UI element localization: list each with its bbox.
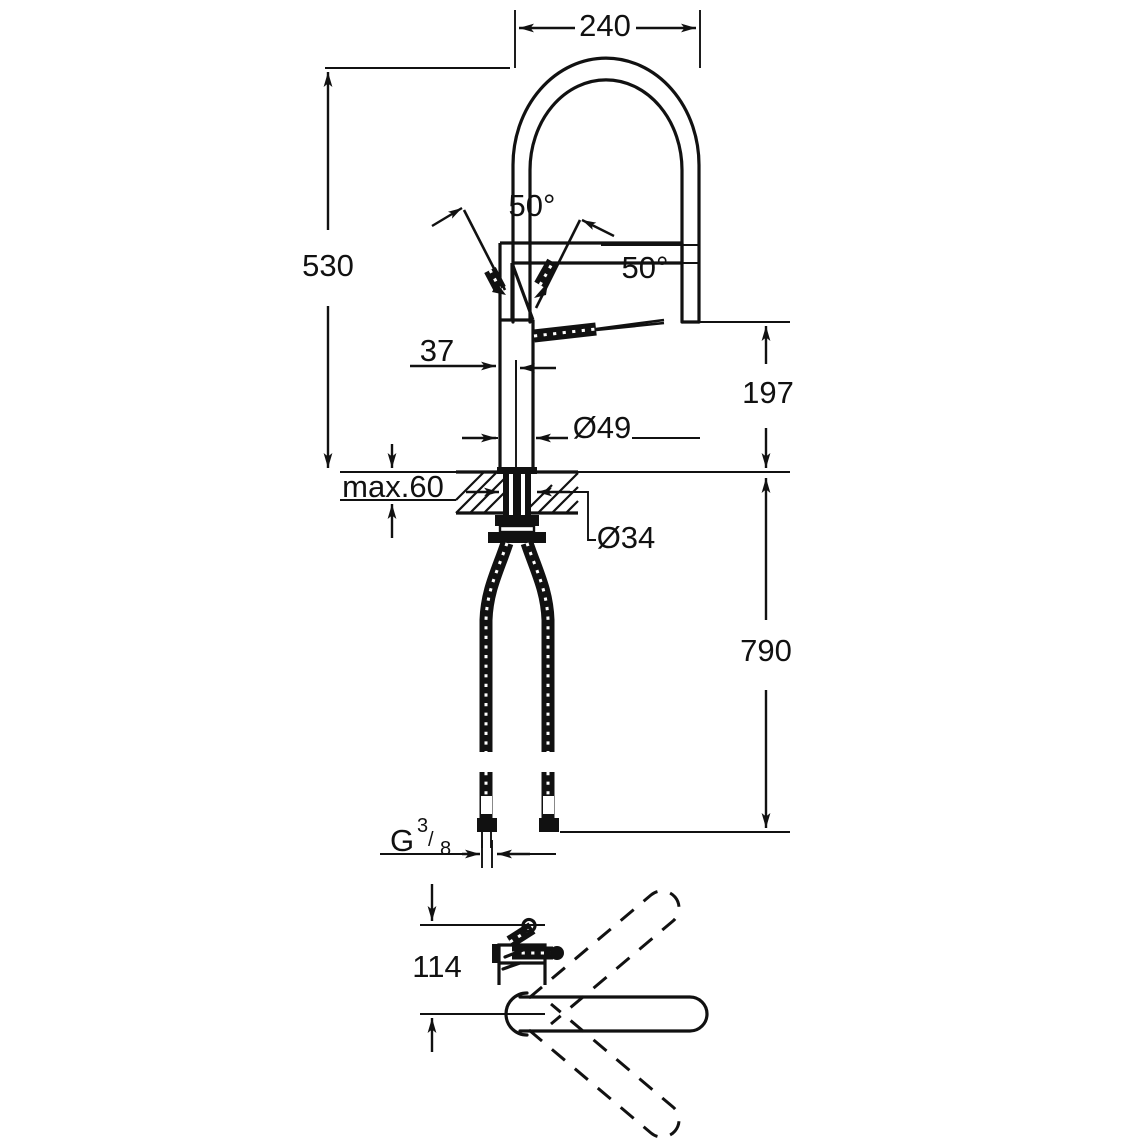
dimension-240	[514, 10, 701, 68]
flexible-hose-left	[477, 540, 514, 848]
label-dim-d49: Ø49	[573, 410, 632, 445]
label-dim-angle-left: 50°	[509, 188, 556, 223]
label-dim-37: 37	[420, 333, 454, 368]
dimension-thread-g38	[380, 840, 556, 868]
thread-solidus: /	[428, 829, 434, 851]
dimension-max60	[340, 444, 456, 538]
mounting-nut	[488, 515, 546, 543]
dimension-d34	[466, 487, 596, 541]
spout-arc-outer	[511, 56, 701, 324]
label-dim-197: 197	[742, 375, 794, 410]
dimension-angle-right	[534, 218, 700, 309]
label-dim-max60: max.60	[342, 469, 444, 504]
label-dim-d34: Ø34	[597, 520, 656, 555]
mounting-shank	[497, 467, 537, 515]
label-dim-240: 240	[579, 8, 631, 43]
label-dim-angle-right: 50°	[622, 250, 669, 285]
thread-letter: G	[390, 823, 414, 858]
dimension-37	[410, 330, 501, 372]
plan-view-spout-center	[420, 991, 709, 1037]
plan-view-lever	[420, 917, 564, 971]
dimension-197	[699, 321, 790, 468]
dimension-790	[560, 471, 790, 833]
spout-arc-inner	[528, 78, 684, 324]
label-dim-114: 114	[412, 949, 461, 984]
label-dim-790: 790	[740, 633, 792, 668]
plan-view-body-block	[492, 943, 547, 985]
thread-numerator: 3	[417, 815, 428, 837]
dimension-angle-left	[431, 206, 507, 295]
faucet-body	[498, 243, 535, 472]
label-dim-530: 530	[302, 248, 354, 283]
plan-view-swivel-up-ghost	[528, 889, 681, 1026]
lever-handle-braided	[533, 318, 665, 343]
flexible-hose-right	[520, 540, 559, 832]
label-thread-g38: G 3 / 8	[390, 815, 451, 860]
dimension-530	[323, 67, 510, 468]
dimension-d49	[462, 360, 700, 443]
plan-view-swivel-down-ghost	[528, 1002, 681, 1139]
thread-denominator: 8	[440, 838, 451, 860]
